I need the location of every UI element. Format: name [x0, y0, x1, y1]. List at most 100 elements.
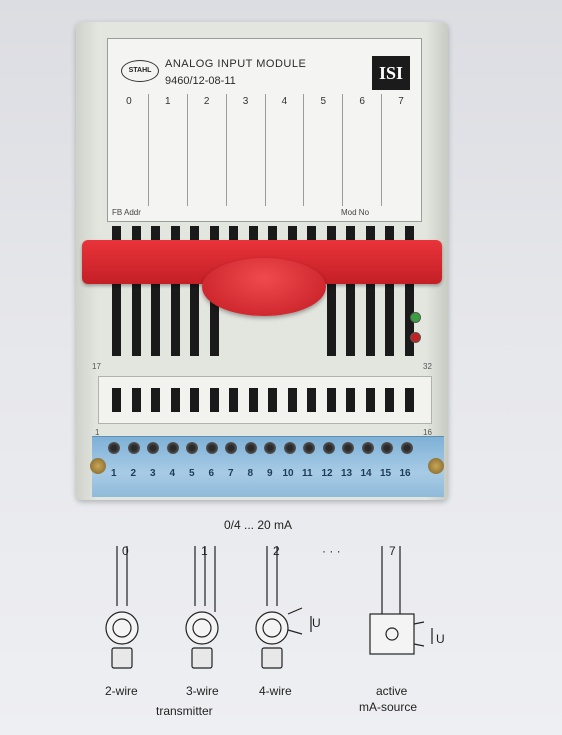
channel-number: 5 [320, 96, 327, 107]
stahl-logo: STAHL [121, 60, 159, 82]
terminal-number: 11 [302, 468, 313, 479]
diagram-channel-1: 1 [201, 544, 208, 558]
channel-number: 7 [398, 96, 404, 107]
release-lever-knob[interactable] [202, 258, 326, 316]
terminal-number: 10 [282, 468, 294, 479]
vent-slot [287, 226, 297, 244]
terminal-screw[interactable] [361, 442, 374, 454]
u-label-4wire: U [312, 616, 321, 630]
pin-label-1: 1 [95, 428, 100, 437]
terminal-number: 3 [150, 468, 156, 479]
channel-number: 6 [359, 96, 365, 107]
diagram-channel-7: 7 [389, 544, 396, 558]
label-3-wire: 3-wire [186, 684, 219, 698]
module-title: ANALOG INPUT MODULE [165, 58, 307, 70]
terminal-screw[interactable] [381, 442, 393, 454]
terminal-screw[interactable] [283, 442, 296, 454]
label-transmitter: transmitter [156, 704, 213, 718]
mount-screw-left[interactable] [90, 458, 106, 474]
vent-slot [385, 226, 394, 356]
terminal-screw[interactable] [400, 442, 413, 454]
terminal-screw[interactable] [342, 442, 354, 454]
vent-slot [151, 226, 160, 356]
pin-label-32: 32 [423, 362, 432, 371]
terminal-screw[interactable] [244, 442, 257, 454]
connector-slot [190, 388, 199, 412]
connector-slot [385, 388, 394, 412]
channel-number: 3 [242, 96, 249, 107]
label-active: active [376, 684, 408, 698]
channel-cell: 5 [304, 94, 344, 206]
connector-slot [287, 388, 297, 412]
terminal-number: 15 [380, 468, 392, 479]
terminal-number: 4 [169, 468, 176, 479]
terminal-screw[interactable] [205, 442, 218, 454]
module-model: 9460/12-08-11 [165, 75, 236, 87]
connector-slot [151, 388, 160, 412]
channel-number: 0 [126, 96, 132, 107]
channel-cell: 4 [266, 94, 305, 206]
isi-logo: ISI [372, 56, 410, 90]
channel-cell: 0 [110, 94, 149, 206]
connector-slot [307, 388, 316, 412]
pin-label-16: 16 [423, 428, 432, 437]
vent-slot [131, 226, 141, 356]
mount-screw-right[interactable] [428, 458, 444, 474]
terminal-number: 13 [341, 468, 353, 479]
terminal-number: 16 [399, 468, 411, 479]
range-label: 0/4 ... 20 mA [224, 518, 293, 532]
terminal-number: 8 [247, 468, 254, 479]
terminal-number: 12 [321, 468, 333, 479]
connector-slot [248, 388, 258, 412]
connector-slot [209, 388, 219, 412]
terminal-number: 7 [228, 468, 234, 479]
channel-cell: 1 [149, 94, 188, 206]
terminal-screw[interactable] [322, 442, 335, 454]
terminal-screw[interactable] [127, 442, 140, 454]
connector-slot [346, 388, 355, 412]
vent-slot [248, 226, 258, 244]
terminal-screw[interactable] [225, 442, 237, 454]
channel-number: 2 [203, 96, 210, 107]
connector-slot [268, 388, 277, 412]
upper-connector-slots [106, 388, 424, 414]
pin-label-17: 17 [92, 362, 101, 371]
terminal-number: 5 [189, 468, 195, 479]
label-4-wire: 4-wire [259, 684, 292, 698]
diagram-channel-0: 0 [122, 544, 129, 558]
u-label-active: U [436, 632, 445, 646]
connector-slot [131, 388, 141, 412]
diagram-ellipsis: · · · [322, 544, 341, 558]
connector-slot [229, 388, 238, 412]
terminal-screw[interactable] [264, 442, 276, 454]
terminal-number: 1 [111, 468, 117, 479]
channel-number: 1 [165, 96, 171, 107]
channel-number: 4 [281, 96, 288, 107]
channel-label-row: 0 1 2 3 4 5 6 7 [110, 94, 420, 206]
vent-slot [229, 226, 238, 244]
vent-slot [346, 226, 355, 356]
channel-cell: 2 [188, 94, 227, 206]
channel-cell: 3 [227, 94, 266, 206]
terminal-screw[interactable] [186, 442, 198, 454]
diagram-channel-2: 2 [273, 544, 280, 558]
terminal-screw[interactable] [303, 442, 315, 454]
vent-slot [365, 226, 375, 356]
terminal-number: 9 [267, 468, 273, 479]
connector-slot [404, 388, 414, 412]
connector-slot [112, 388, 121, 412]
connector-slot [170, 388, 180, 412]
terminal-screw[interactable] [147, 442, 159, 454]
connector-slot [326, 388, 336, 412]
terminal-screw[interactable] [166, 442, 179, 454]
terminal-screw[interactable] [108, 442, 120, 454]
mod-no-label: Mod No [341, 208, 370, 217]
channel-cell: 7 [382, 94, 420, 206]
terminal-number: 6 [208, 468, 215, 479]
label-ma-source: mA-source [359, 700, 418, 714]
vent-slot [307, 226, 316, 244]
vent-slot [170, 226, 180, 356]
label-2-wire: 2-wire [105, 684, 138, 698]
vent-slot [326, 226, 336, 356]
